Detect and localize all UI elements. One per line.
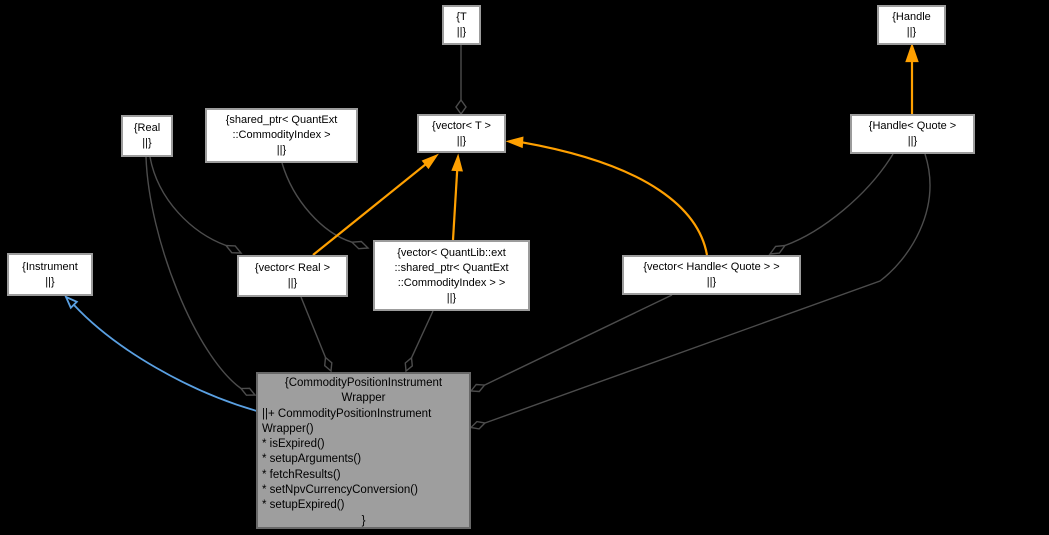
node-member-line: * setupExpired()	[262, 499, 345, 512]
open-diamond-icon	[350, 240, 370, 250]
node-label-line: {vector< Handle< Quote > >	[643, 261, 780, 273]
edge-aggregation-Real-to-wrapper	[145, 156, 257, 396]
edge-aggregation-sharedptr-to-vectorSharedptr	[281, 162, 370, 250]
edge-template-handleQuote-to-Handle	[905, 42, 919, 114]
open-diamond-icon	[239, 387, 257, 396]
node-member-line: * setupArguments()	[262, 453, 362, 466]
edge-template-vectorHandleQuote-to-vectorT	[505, 136, 709, 256]
class-node-vector-handle-quote[interactable]: {vector< Handle< Quote > > ||}	[622, 255, 801, 295]
class-node-commodity-position-instrument-wrapper: {CommodityPositionInstrument Wrapper ||+…	[256, 372, 471, 529]
filled-arrowhead-icon	[905, 42, 919, 63]
open-diamond-icon	[224, 244, 243, 254]
node-member-line: ||+ CommodityPositionInstrument	[262, 407, 432, 420]
edge-aggregation-vectorHandleQuote-to-wrapper	[469, 294, 673, 393]
filled-arrowhead-icon	[421, 153, 439, 170]
node-label-line: ||}	[456, 134, 467, 147]
edge-aggregation-T-to-vectorT	[455, 45, 467, 116]
node-member-line: Wrapper()	[262, 422, 314, 435]
node-label-line: {T	[456, 11, 467, 23]
open-diamond-icon	[455, 98, 467, 116]
open-diamond-icon	[323, 356, 333, 373]
class-node-T[interactable]: {T ||}	[442, 5, 481, 45]
node-title-line: {CommodityPositionInstrument	[284, 377, 443, 389]
node-label-line: ||}	[45, 275, 55, 288]
node-label-line: {Instrument	[22, 260, 78, 273]
node-label-line: {Handle< Quote >	[868, 120, 957, 132]
node-label-line: {shared_ptr< QuantExt	[225, 114, 338, 126]
node-label-line: ||}	[906, 26, 917, 38]
node-title-line: Wrapper	[341, 392, 386, 405]
edge-template-vectorReal-to-vectorT	[312, 153, 439, 256]
class-node-Instrument[interactable]: {Instrument ||}	[7, 253, 93, 296]
class-node-handle-quote[interactable]: {Handle< Quote > ||}	[850, 114, 975, 154]
class-node-Real[interactable]: {Real ||}	[121, 115, 173, 157]
edge-aggregation-vectorSharedptr-to-wrapper	[404, 310, 434, 373]
hollow-arrowhead-icon	[64, 295, 79, 310]
edge-inheritance-wrapper-to-Instrument	[64, 295, 258, 412]
edge-template-vectorSharedptr-to-vectorT	[451, 153, 463, 241]
node-member-line: * fetchResults()	[262, 468, 341, 481]
node-closing-brace: }	[361, 514, 366, 527]
open-diamond-icon	[469, 383, 486, 393]
class-node-Handle[interactable]: {Handle ||}	[877, 5, 946, 45]
node-label-line: ::shared_ptr< QuantExt	[394, 261, 509, 274]
filled-arrowhead-icon	[451, 153, 463, 172]
node-label-line: ||}	[142, 137, 152, 149]
node-label-line: ||}	[276, 144, 287, 156]
node-label-line: {Real	[133, 122, 161, 134]
edge-aggregation-vectorReal-to-wrapper	[300, 296, 333, 373]
class-node-shared-ptr-commodity-index[interactable]: {shared_ptr< QuantExt ::CommodityIndex >…	[205, 108, 358, 163]
open-diamond-icon	[768, 244, 787, 255]
node-label-line: ||}	[446, 291, 457, 304]
class-node-vector-shared-ptr-commodity-index[interactable]: {vector< QuantLib::ext ::shared_ptr< Qua…	[373, 240, 530, 311]
node-label-line: ||}	[287, 277, 298, 289]
node-label-line: ||}	[706, 276, 717, 288]
filled-arrowhead-icon	[505, 136, 524, 149]
open-diamond-icon	[469, 420, 487, 430]
edge-aggregation-Real-to-vectorReal	[149, 156, 243, 254]
node-label-line: {vector< QuantLib::ext	[397, 246, 506, 259]
node-member-line: * isExpired()	[262, 438, 325, 451]
edge-aggregation-handleQuote-to-wrapper	[469, 153, 931, 430]
node-label-line: {vector< Real >	[254, 262, 331, 274]
node-label-line: ||}	[907, 135, 918, 147]
edge-aggregation-handleQuote-to-vectorHandleQuote	[768, 153, 894, 255]
node-label-line: {Handle	[892, 11, 931, 23]
node-label-line: ::CommodityIndex > >	[397, 276, 506, 289]
class-node-vector-Real[interactable]: {vector< Real > ||}	[237, 255, 348, 297]
node-label-line: {vector< T >	[432, 119, 491, 132]
class-node-vector-T[interactable]: {vector< T > ||}	[417, 114, 506, 153]
node-label-line: ||}	[456, 26, 467, 38]
node-label-line: ::CommodityIndex >	[232, 129, 331, 141]
open-diamond-icon	[404, 356, 414, 373]
node-member-line: * setNpvCurrencyConversion()	[262, 484, 418, 497]
